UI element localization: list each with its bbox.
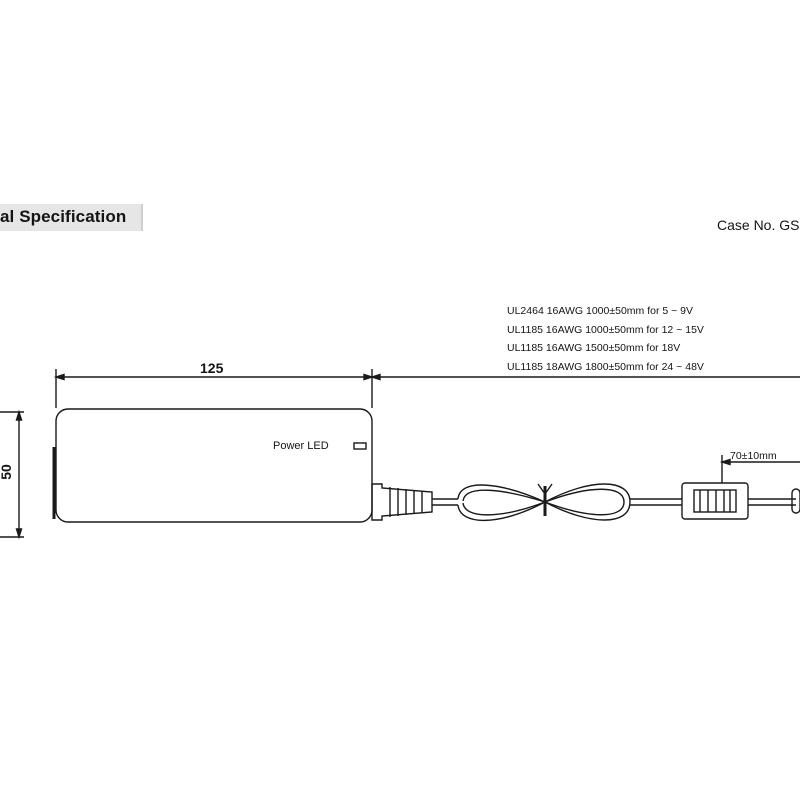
section-heading-bar [0, 204, 143, 231]
power-led-indicator [353, 442, 367, 450]
case-number: Case No. GS [717, 217, 800, 233]
dim-arrow-left [53, 373, 65, 381]
strain-relief [371, 483, 433, 521]
dc-plug [791, 488, 800, 514]
cable-loop [457, 483, 631, 522]
cable-spec-line: UL2464 16AWG 1000±50mm for 5 ~ 9V [507, 305, 694, 317]
dim-arrow-right [363, 373, 375, 381]
cable-spec-line: UL1185 16AWG 1500±50mm for 18V [507, 342, 681, 354]
cable-spec-line: UL1185 16AWG 1000±50mm for 12 ~ 15V [507, 324, 704, 336]
section-heading: al Specification [0, 207, 127, 226]
cable-spec-line: UL1185 18AWG 1800±50mm for 24 ~ 48V [507, 361, 704, 373]
ferrite-core [681, 482, 749, 520]
dimension-height-label: 50 [0, 464, 14, 480]
dimension-length-label: 125 [200, 360, 224, 376]
dim-arrow-bottom [15, 528, 23, 540]
dimension-core-offset-label: 70±10mm [730, 450, 777, 462]
power-led-label: Power LED [273, 440, 329, 452]
dim-arrow-top [15, 409, 23, 421]
cable-dim-arrow [369, 373, 381, 381]
adapter-body [55, 408, 373, 523]
